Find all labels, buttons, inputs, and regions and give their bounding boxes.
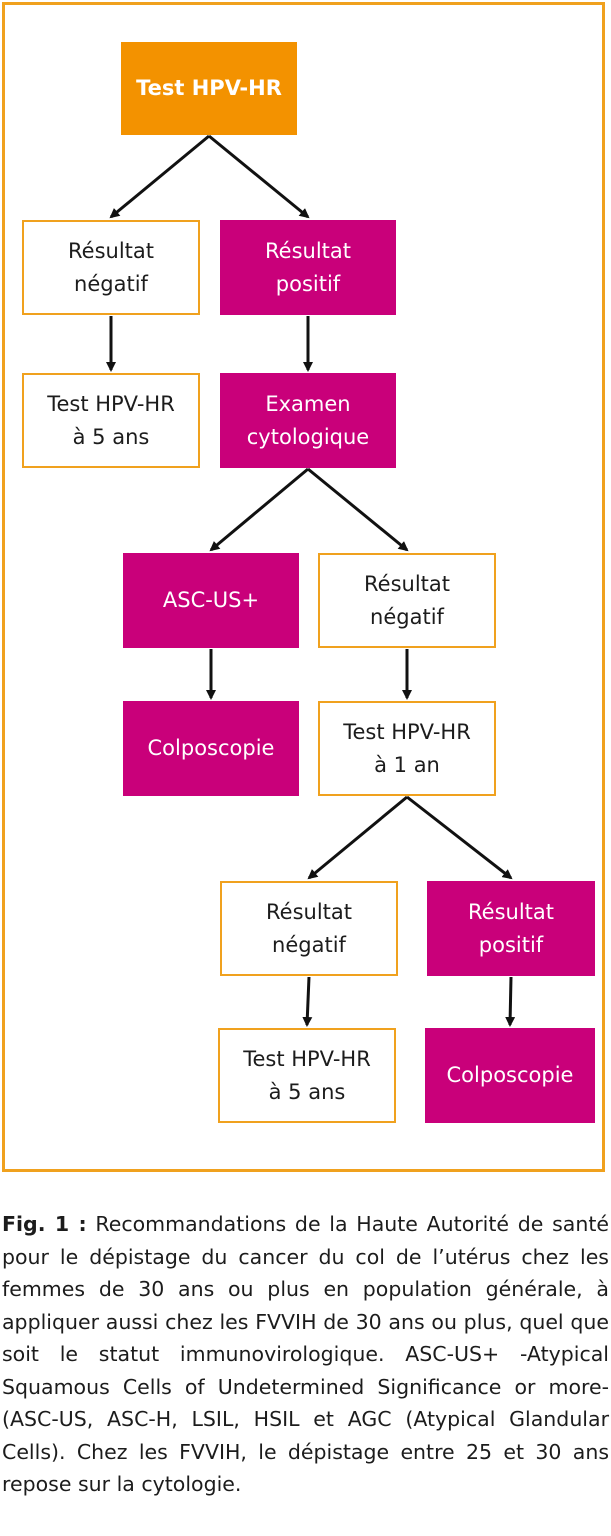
node-label: ASC-US+ — [162, 588, 260, 612]
arrow-cyto-to-ascus — [209, 467, 309, 552]
node-label: Colposcopie — [147, 736, 275, 760]
test-hpv-hr-5-years-node: Test HPV-HR à 5 ans — [22, 373, 200, 468]
arrow-test1an-to-neg3 — [307, 795, 408, 880]
test-hpv-hr-1-year-node: Test HPV-HR à 1 an — [318, 701, 496, 796]
arrow-test1an-to-pos2 — [406, 795, 513, 880]
flowchart-arrows — [106, 134, 516, 1027]
edge-layer — [106, 134, 516, 1027]
retest-negative-result-node: Résultat négatif — [220, 881, 398, 976]
figure-caption-text: Recommandations de la Haute Autorité de … — [2, 1212, 610, 1496]
node-label: Test HPV-HR à 1 an — [343, 719, 471, 777]
arrow-cyto-to-neg2 — [307, 467, 409, 552]
ascus-plus-node: ASC-US+ — [123, 553, 299, 648]
node-label: Résultat négatif — [68, 238, 154, 296]
final-colposcopy-node: Colposcopie — [425, 1028, 595, 1123]
node-label: Résultat négatif — [266, 899, 352, 957]
cytology-negative-result-node: Résultat négatif — [318, 553, 496, 648]
negative-result-node: Résultat négatif — [22, 220, 200, 315]
cytology-exam-node: Examen cytologique — [220, 373, 396, 468]
figure-caption: Fig. 1 : Recommandations de la Haute Aut… — [2, 1208, 609, 1501]
arrow-start-to-pos1 — [208, 134, 310, 219]
test-hpv-hr-start-node: Test HPV-HR — [121, 42, 297, 135]
node-label: Colposcopie — [446, 1063, 574, 1087]
node-label: Examen cytologique — [246, 391, 370, 449]
node-label: Test HPV-HR — [136, 76, 282, 100]
positive-result-node: Résultat positif — [220, 220, 396, 315]
retest-positive-result-node: Résultat positif — [427, 881, 595, 976]
node-label: Test HPV-HR à 5 ans — [47, 391, 175, 449]
test-hpv-hr-5-years-final-node: Test HPV-HR à 5 ans — [218, 1028, 396, 1123]
figure-label: Fig. 1 : — [2, 1212, 87, 1236]
colposcopy-node: Colposcopie — [123, 701, 299, 796]
node-label: Résultat positif — [265, 238, 351, 296]
node-label: Résultat positif — [468, 899, 554, 957]
arrow-pos2-to-colpo2 — [505, 976, 516, 1027]
diagram-frame — [2, 2, 605, 1172]
node-label: Résultat négatif — [364, 571, 450, 629]
arrow-start-to-neg1 — [109, 134, 210, 219]
arrow-neg3-to-test5_2 — [302, 976, 313, 1027]
node-label: Test HPV-HR à 5 ans — [243, 1046, 371, 1104]
